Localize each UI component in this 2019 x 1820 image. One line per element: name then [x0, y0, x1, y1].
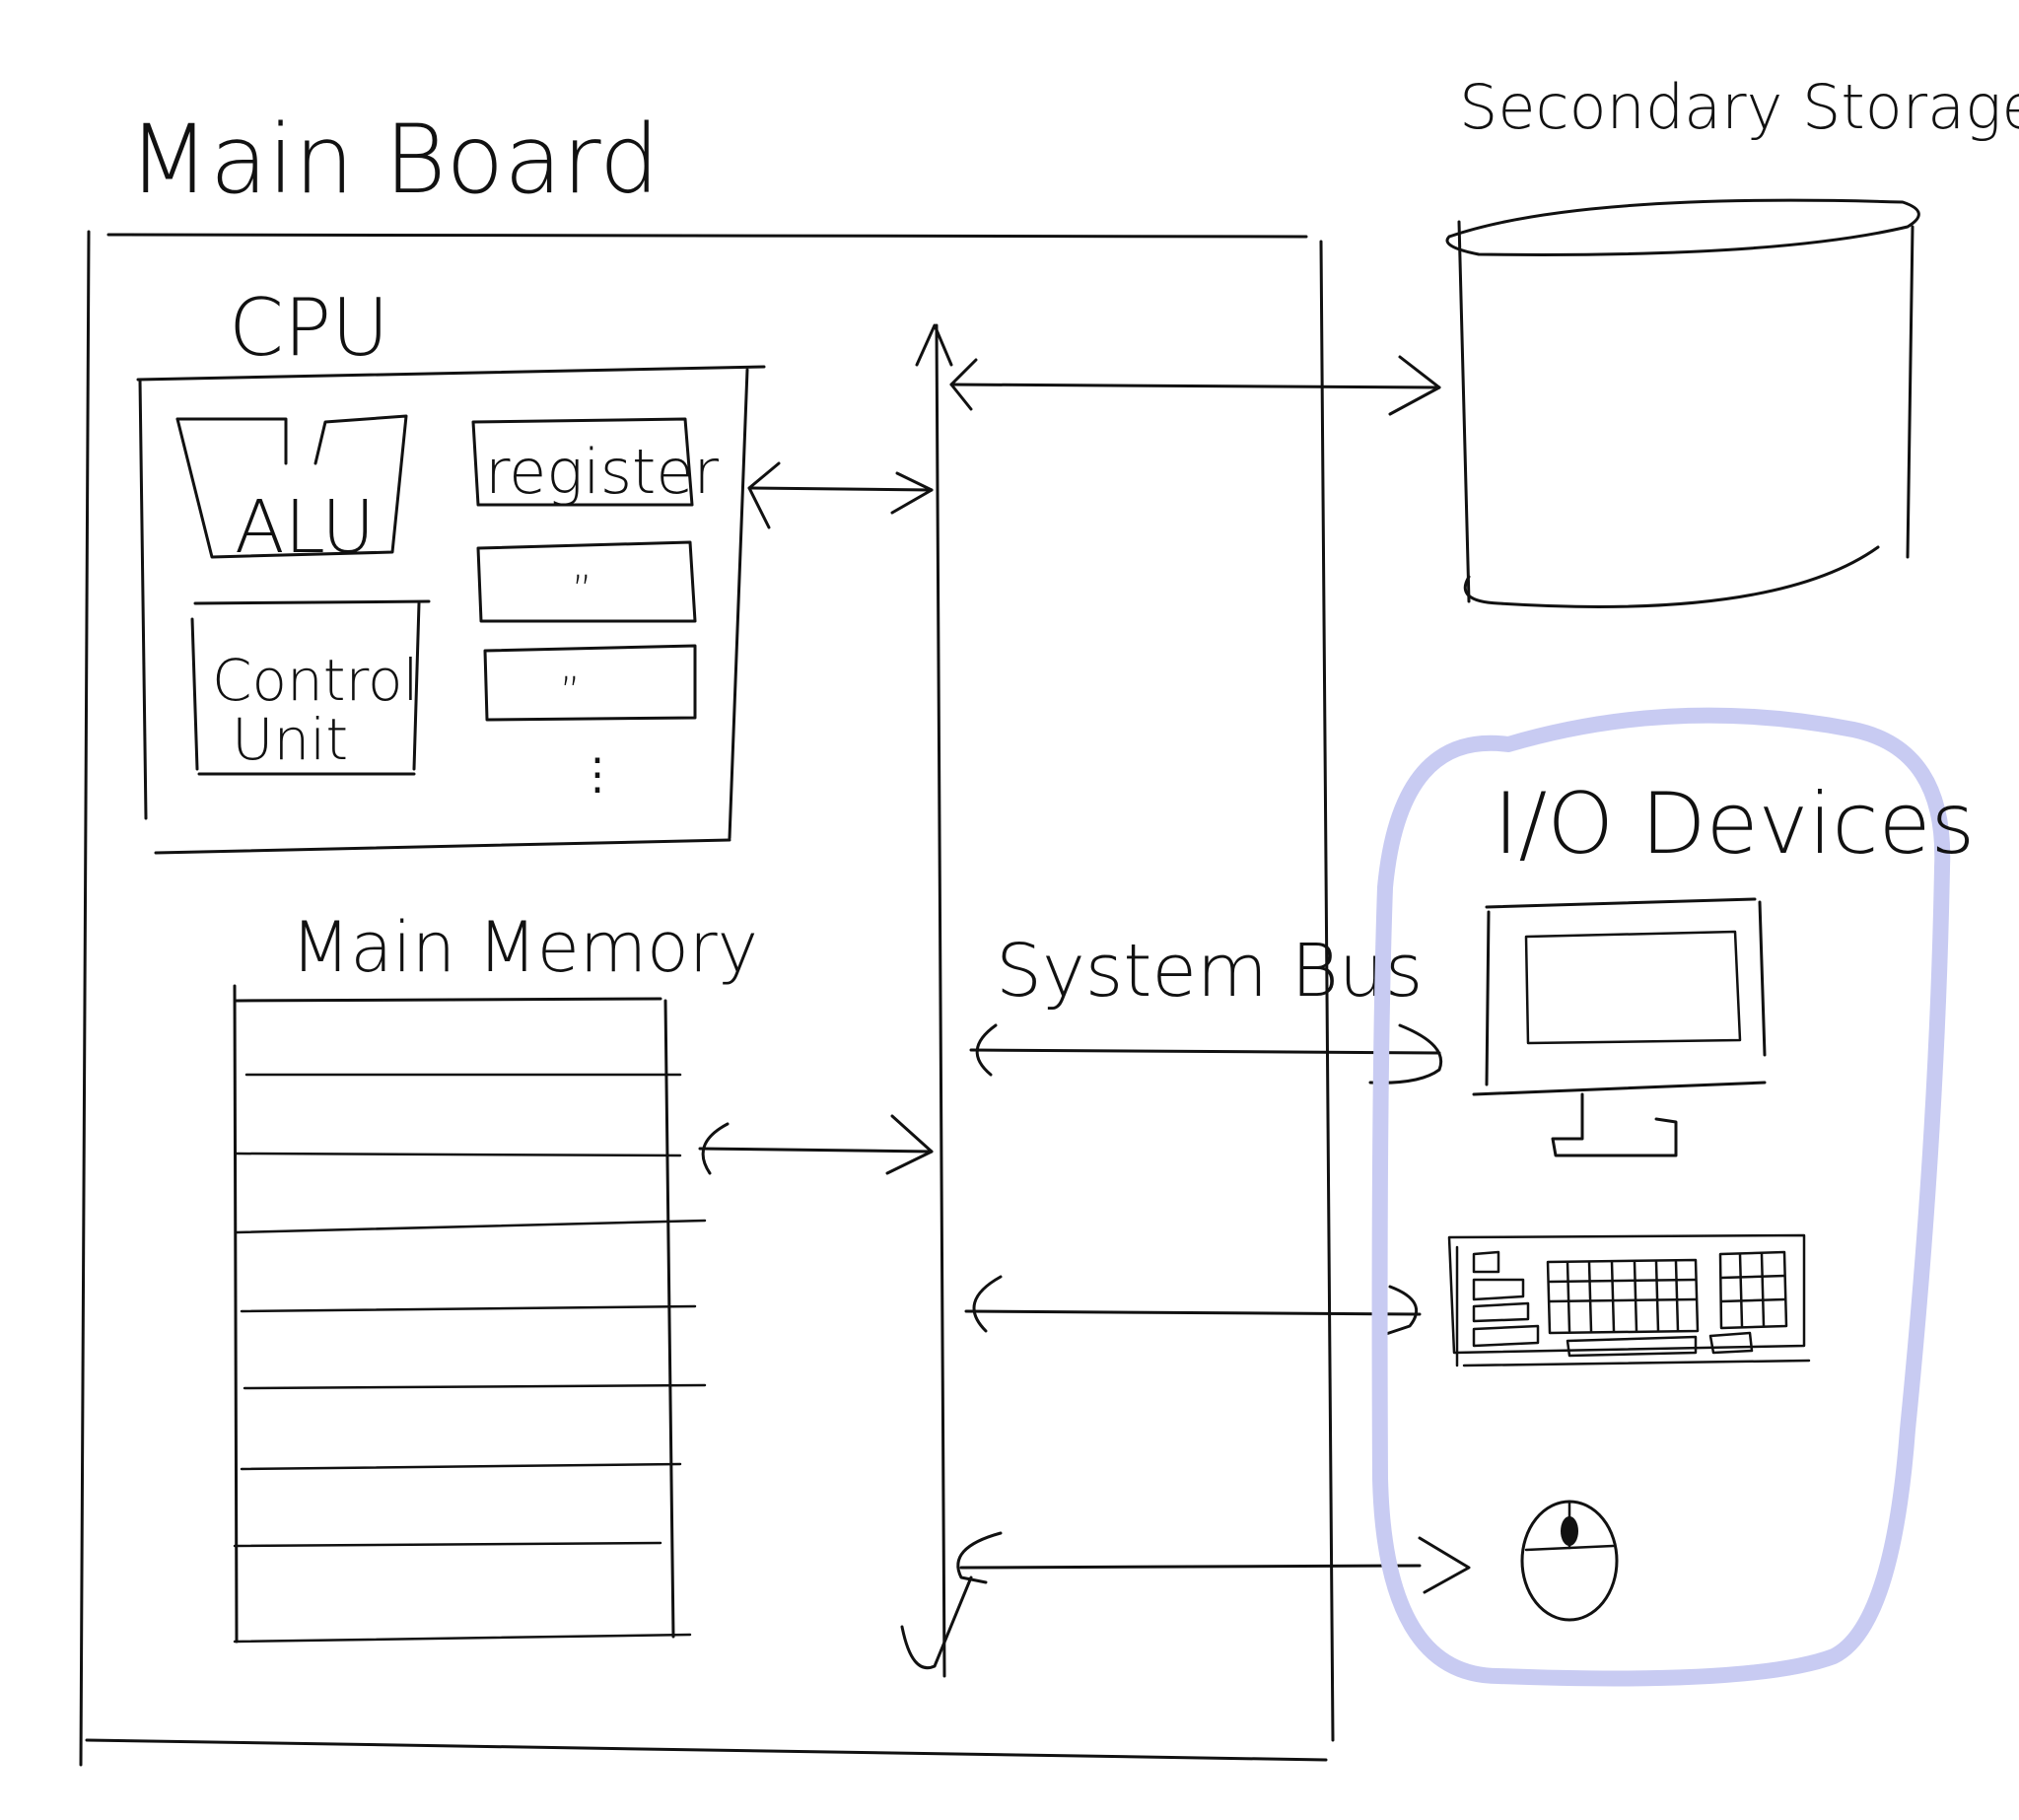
secondary-storage-title: Secondary Storage — [1459, 71, 2019, 143]
mouse-icon — [1520, 1500, 1619, 1622]
keyboard-icon — [1447, 1233, 1811, 1367]
register-ellipsis: ⋮ — [576, 749, 619, 800]
monitor-icon — [1472, 897, 1767, 1157]
cpu-box — [136, 365, 766, 855]
register-label: register — [485, 436, 719, 508]
control-unit-box — [190, 599, 431, 776]
register-ditto-2: ” — [560, 669, 581, 715]
cpu-title: CPU — [229, 282, 389, 374]
main-board-frame — [79, 230, 1335, 1767]
alu-label: ALU — [235, 485, 375, 570]
control-unit-label-line1: Control — [212, 647, 419, 714]
io-devices-title: I/O Devices — [1494, 775, 1975, 874]
register-stack — [471, 417, 697, 722]
arrows — [698, 355, 1471, 1594]
alu-shape — [175, 414, 408, 559]
main-memory-title: Main Memory — [291, 907, 758, 988]
control-unit-label-line2: Unit — [232, 706, 348, 773]
cylinder-storage-icon — [1445, 198, 1920, 608]
main-board-title: Main Board — [128, 105, 660, 215]
system-bus-label: System Bus — [996, 929, 1423, 1014]
main-memory-table — [233, 984, 707, 1644]
register-ditto-1: ” — [572, 568, 592, 613]
io-devices-highlight — [1371, 707, 1951, 1687]
system-bus-line — [900, 323, 973, 1678]
